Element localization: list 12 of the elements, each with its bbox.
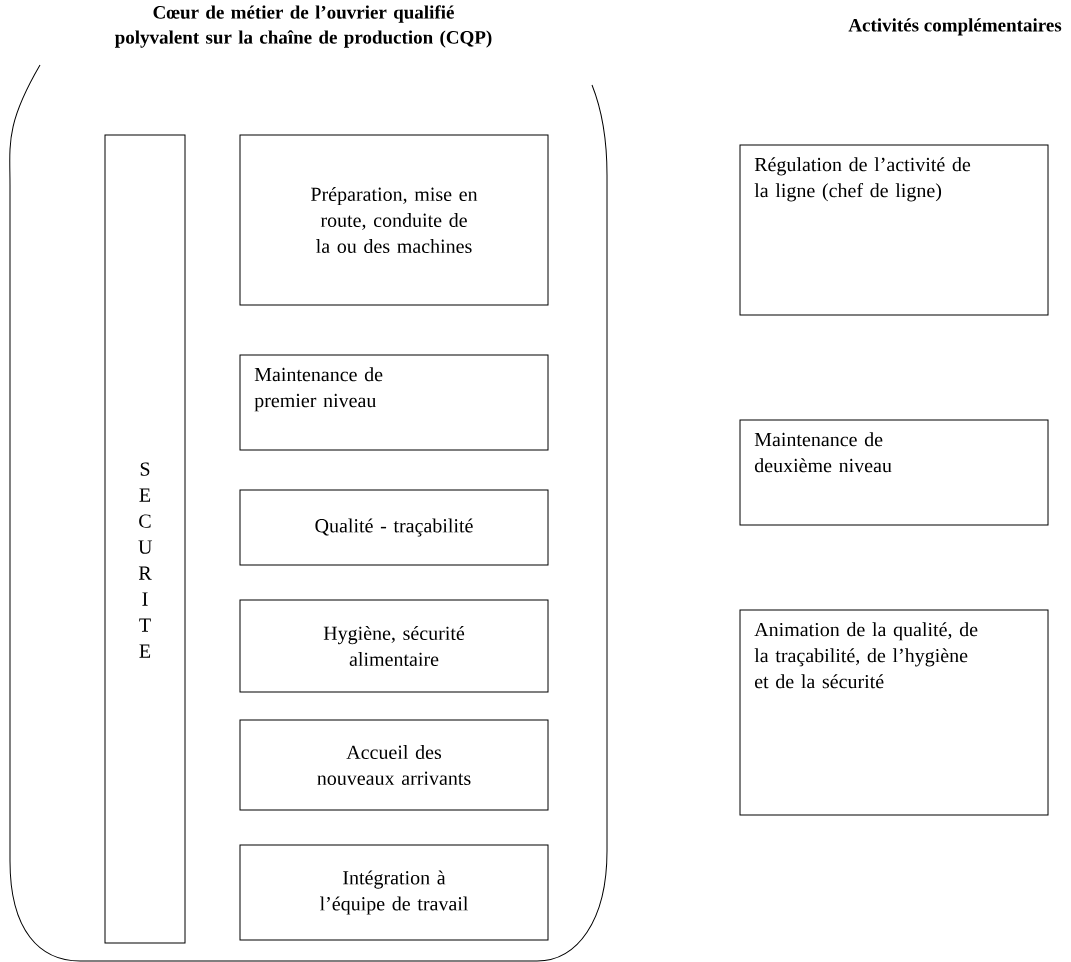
text-box: Qualité - traçabilité — [239, 489, 549, 566]
heading: Activités complémentaires — [848, 18, 1062, 36]
text-box: Maintenance de deuxième niveau — [739, 419, 1049, 526]
text-box: Maintenance de premier niveau — [239, 354, 549, 451]
text-box: Accueil des nouveaux arrivants — [239, 719, 549, 811]
text-box: Animation de la qualité, de la traçabilité, de l’hygiène et de la sécurité — [739, 609, 1049, 816]
text-box: Régulation de l’activité de la ligne (chef de ligne) — [739, 144, 1049, 316]
vertical-bar: S E C U R I T E — [104, 134, 186, 944]
text-box: Préparation, mise en route, conduite de la ou des machines — [239, 134, 549, 306]
text-box: Intégration à l’équipe de travail — [239, 844, 549, 941]
text-box: Hygiène, sécurité alimentaire — [239, 599, 549, 693]
heading: Cœur de métier de l’ouvrier qualifié polyvalent sur la chaîne de production (CQP) — [114, 5, 492, 48]
